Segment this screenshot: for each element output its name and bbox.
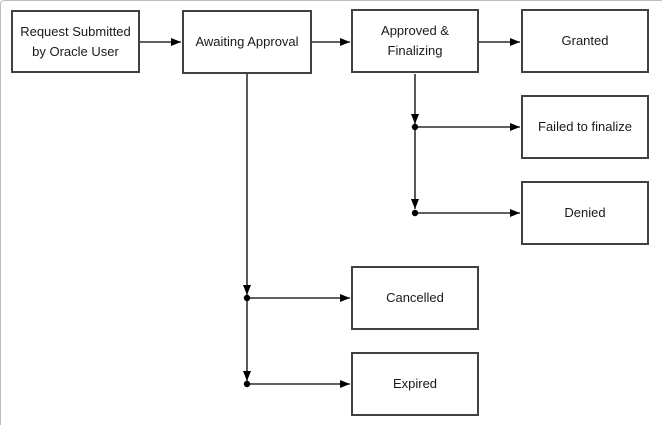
node-denied: Denied <box>521 181 649 245</box>
junction-dot <box>243 294 251 302</box>
node-failed-to-finalize: Failed to finalize <box>521 95 649 159</box>
node-granted: Granted <box>521 9 649 73</box>
node-request-submitted: Request Submitted by Oracle User <box>11 10 140 73</box>
junction-dot <box>411 123 419 131</box>
node-awaiting-approval: Awaiting Approval <box>182 10 312 74</box>
node-approved-finalizing: Approved & Finalizing <box>351 9 479 73</box>
junction-dot <box>243 380 251 388</box>
node-cancelled: Cancelled <box>351 266 479 330</box>
junction-dot <box>411 209 419 217</box>
node-expired: Expired <box>351 352 479 416</box>
